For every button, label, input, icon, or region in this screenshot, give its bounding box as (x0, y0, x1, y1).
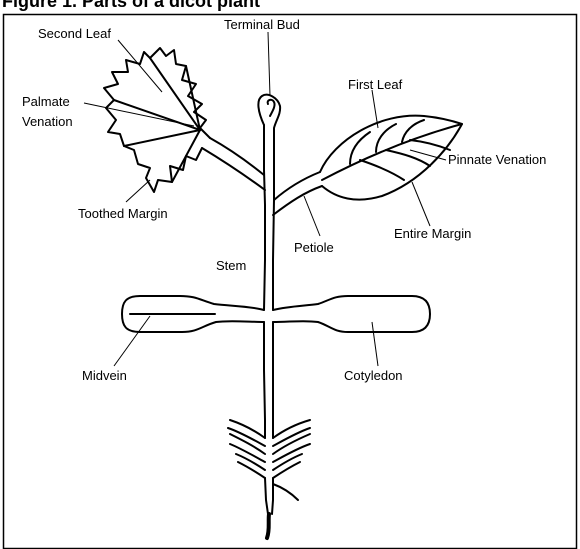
stem-right-outline (273, 140, 274, 310)
palmate-vein-3 (124, 130, 200, 146)
root-left-1 (230, 420, 265, 438)
right-cotyledon (273, 296, 430, 332)
root-left-3 (236, 454, 265, 470)
label-midvein: Midvein (82, 368, 127, 383)
label-pinnate-venation: Pinnate Venation (448, 152, 546, 167)
label-first-leaf: First Leaf (348, 77, 403, 92)
leader-first-leaf (372, 90, 378, 128)
leader-cotyledon (372, 322, 378, 366)
first-leaf-blade (320, 116, 462, 200)
label-cotyledon: Cotyledon (344, 368, 403, 383)
root-right-3b (273, 462, 300, 478)
label-toothed-margin: Toothed Margin (78, 206, 168, 221)
taproot-left (265, 478, 268, 514)
label-entire-margin: Entire Margin (394, 226, 471, 241)
taproot-tip (267, 514, 269, 538)
palmate-vein-4 (172, 130, 200, 182)
leader-toothed-margin (126, 180, 150, 202)
leader-entire-margin (412, 182, 430, 226)
stem-left-outline (264, 125, 265, 310)
hypocotyl-left-outline (264, 322, 265, 438)
label-terminal-bud: Terminal Bud (224, 17, 300, 32)
label-second-leaf: Second Leaf (38, 26, 111, 41)
leader-terminal-bud (268, 32, 270, 96)
taproot-side-root (273, 484, 298, 500)
terminal-bud-inner (268, 100, 275, 116)
label-stem: Stem (216, 258, 246, 273)
first-leaf-petiole-upper (274, 172, 320, 200)
pinnate-vein-4 (360, 160, 404, 180)
leader-midvein (114, 316, 150, 366)
leader-palmate-venation (84, 103, 194, 126)
label-palmate-venation-2: Venation (22, 114, 73, 129)
label-petiole: Petiole (294, 240, 334, 255)
terminal-bud (258, 95, 280, 140)
root-right-3 (273, 454, 302, 470)
leader-petiole (304, 196, 320, 236)
root-left-3b (238, 462, 265, 478)
label-palmate-venation-1: Palmate (22, 94, 70, 109)
pinnate-vein-5 (386, 150, 430, 166)
first-leaf-petiole-lower (273, 186, 322, 215)
palmate-vein-2 (114, 100, 200, 130)
pinnate-vein-6 (410, 140, 450, 150)
